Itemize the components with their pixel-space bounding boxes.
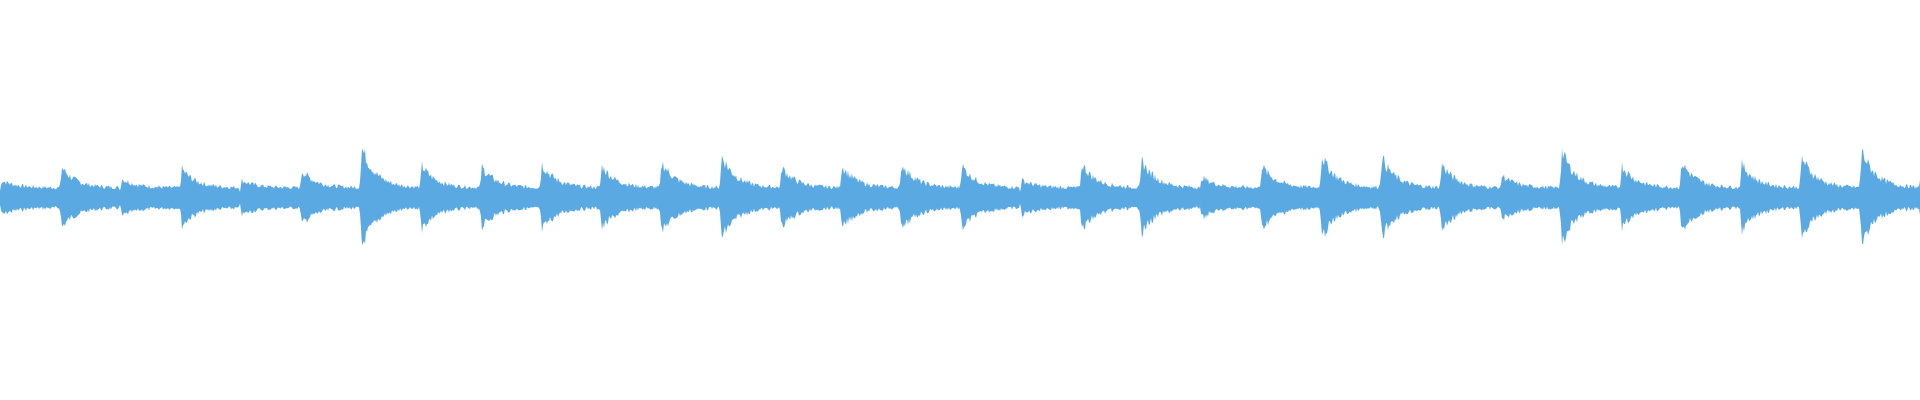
- waveform-shape: [0, 148, 1920, 246]
